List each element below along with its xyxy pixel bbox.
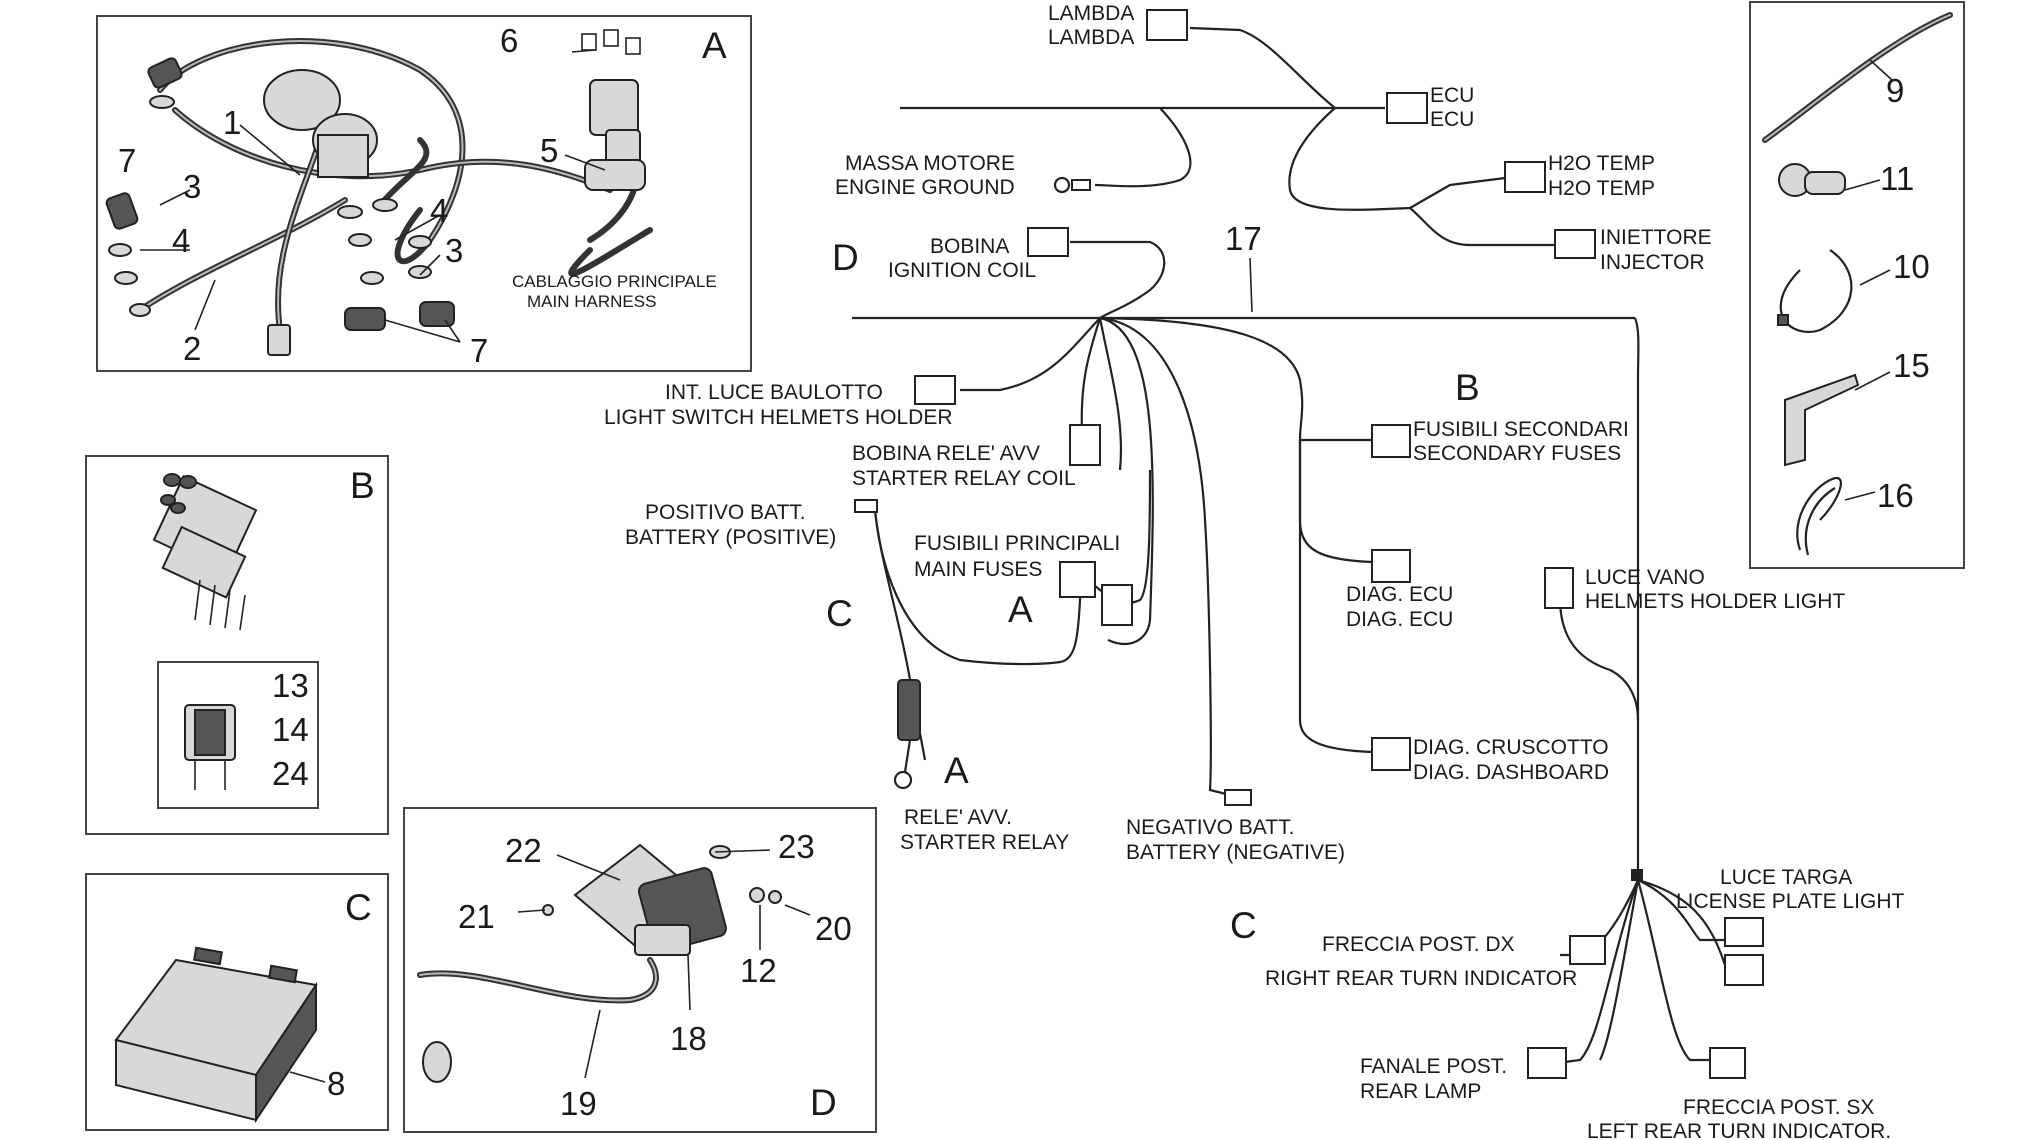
section-b-label: B: [350, 465, 375, 506]
label-negativo-batt: NEGATIVO BATT.: [1126, 816, 1294, 839]
label-bobina-rele-avv: BOBINA RELE' AVV: [852, 442, 1040, 465]
part-number-23: 23: [778, 828, 815, 865]
part-number-5: 5: [540, 132, 558, 169]
part-number-16: 16: [1877, 477, 1914, 514]
label-left-rear-turn-indicator: LEFT REAR TURN INDICATOR.: [1587, 1120, 1891, 1140]
label-positivo-batt: POSITIVO BATT.: [645, 501, 806, 524]
part-number-20: 20: [815, 910, 852, 947]
label-lambda-en: LAMBDA: [1048, 26, 1134, 49]
part-number-11: 11: [1880, 160, 1914, 197]
panel-small-parts: 9 11 10 15 16: [1749, 1, 1965, 569]
part-number-14: 14: [272, 711, 309, 748]
part-number-22: 22: [505, 832, 542, 869]
part-number-4: 4: [172, 222, 190, 259]
label-engine-ground: ENGINE GROUND: [835, 176, 1015, 199]
wiring-schematic: LAMBDA LAMBDA ECU ECU MASSA MOTORE ENGIN…: [604, 2, 1905, 1140]
label-bobina: BOBINA: [930, 235, 1009, 258]
label-battery-positive: BATTERY (POSITIVE): [625, 526, 836, 549]
part-number-15: 15: [1893, 347, 1930, 384]
part-number-9: 9: [1886, 72, 1904, 109]
label-diag-cruscotto: DIAG. CRUSCOTTO: [1413, 736, 1609, 759]
schematic-section-c-rear: C: [1230, 905, 1257, 946]
label-ecu-en: ECU: [1430, 108, 1474, 131]
panel-a-harness-kit: A 6 1 5 7 3 4 4 3 2 7 CABLAGGIO PRINCIPA…: [96, 15, 752, 372]
label-massa-motore: MASSA MOTORE: [845, 152, 1015, 175]
part-number-4: 4: [430, 192, 448, 229]
label-diag-ecu-it: DIAG. ECU: [1346, 583, 1453, 606]
label-fusibili-secondari: FUSIBILI SECONDARI: [1413, 418, 1629, 441]
label-luce-vano: LUCE VANO: [1585, 566, 1705, 589]
label-ignition-coil: IGNITION COIL: [888, 259, 1036, 282]
label-lambda-it: LAMBDA: [1048, 2, 1134, 25]
schematic-section-d: D: [832, 237, 859, 278]
label-starter-relay-coil: STARTER RELAY COIL: [852, 467, 1076, 490]
part-number-13: 13: [272, 667, 309, 704]
label-fusibili-principali: FUSIBILI PRINCIPALI: [914, 532, 1120, 555]
part-number-18: 18: [670, 1020, 707, 1057]
panel-c-battery: C 8: [85, 873, 389, 1131]
label-light-switch-helmets-holder: LIGHT SWITCH HELMETS HOLDER: [604, 406, 953, 429]
part-number-2: 2: [183, 330, 201, 367]
part-number-12: 12: [740, 952, 777, 989]
label-license-plate-light: LICENSE PLATE LIGHT: [1676, 890, 1905, 913]
label-iniettore: INIETTORE: [1600, 226, 1712, 249]
main-harness-label-en: MAIN HARNESS: [527, 292, 656, 311]
part-number-7: 7: [470, 332, 488, 369]
label-secondary-fuses: SECONDARY FUSES: [1413, 442, 1621, 465]
part-number-24: 24: [272, 755, 309, 792]
panel-b-relay-fuses: B 13 14 24: [85, 455, 389, 835]
label-int-luce-baulotto: INT. LUCE BAULOTTO: [665, 381, 883, 404]
label-freccia-post-dx: FRECCIA POST. DX: [1322, 933, 1515, 956]
label-injector: INJECTOR: [1600, 251, 1705, 274]
label-right-rear-turn-indicator: RIGHT REAR TURN INDICATOR: [1265, 967, 1577, 990]
label-rear-lamp: REAR LAMP: [1360, 1080, 1481, 1103]
main-harness-label-it: CABLAGGIO PRINCIPALE: [512, 272, 717, 291]
label-diag-dashboard: DIAG. DASHBOARD: [1413, 761, 1609, 784]
label-main-fuses: MAIN FUSES: [914, 558, 1042, 581]
label-diag-ecu-en: DIAG. ECU: [1346, 608, 1453, 631]
part-number-3: 3: [183, 168, 201, 205]
part-number-19: 19: [560, 1085, 597, 1122]
part-number-8: 8: [327, 1065, 345, 1102]
part-number-17: 17: [1225, 220, 1262, 257]
label-rele-avv: RELE' AVV.: [904, 806, 1012, 829]
label-battery-negative: BATTERY (NEGATIVE): [1126, 841, 1345, 864]
part-number-6: 6: [500, 22, 518, 59]
label-h2o-temp-en: H2O TEMP: [1548, 177, 1655, 200]
label-h2o-temp-it: H2O TEMP: [1548, 152, 1655, 175]
label-starter-relay: STARTER RELAY: [900, 831, 1069, 854]
section-d-label: D: [810, 1082, 837, 1123]
label-freccia-post-sx: FRECCIA POST. SX: [1683, 1096, 1874, 1119]
schematic-section-a-relay: A: [944, 750, 969, 791]
schematic-section-b: B: [1455, 367, 1480, 408]
part-number-21: 21: [458, 898, 495, 935]
panel-d-ignition-coil: 22 23 21 20 12 18 19 D: [403, 807, 877, 1133]
label-ecu-it: ECU: [1430, 84, 1474, 107]
section-a-label: A: [702, 25, 727, 66]
part-number-3: 3: [445, 232, 463, 269]
label-fanale-post: FANALE POST.: [1360, 1055, 1507, 1078]
part-number-10: 10: [1893, 248, 1930, 285]
schematic-section-a: A: [1008, 589, 1033, 630]
part-number-1: 1: [223, 104, 241, 141]
section-c-label: C: [345, 887, 372, 928]
part-number-7: 7: [118, 142, 136, 179]
label-helmets-holder-light: HELMETS HOLDER LIGHT: [1585, 590, 1845, 613]
label-luce-targa: LUCE TARGA: [1720, 866, 1852, 889]
schematic-section-c: C: [826, 593, 853, 634]
